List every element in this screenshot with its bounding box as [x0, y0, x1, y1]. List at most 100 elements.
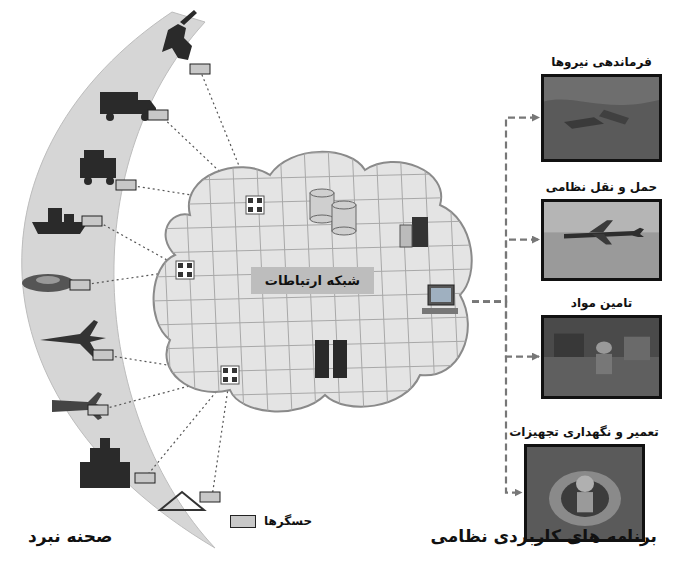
network-hub-icon	[176, 261, 194, 279]
drawing-part	[431, 288, 451, 302]
drawing-part	[160, 145, 172, 415]
network-cloud: شبکه ارتباطات	[150, 145, 475, 415]
drawing-part	[596, 353, 612, 373]
drawing-part	[332, 201, 356, 209]
cloud-text-area: شبکه ارتباطات	[150, 145, 475, 415]
drawing-part	[400, 225, 412, 247]
sensor-box	[200, 492, 220, 502]
panel-heading: تعمیر و نگهداری تجهیزات	[506, 425, 662, 441]
drawing-part	[212, 375, 230, 497]
network-hub-icon	[221, 366, 239, 384]
drawing-part	[246, 196, 264, 214]
tent-icon	[160, 492, 204, 510]
vehicle-icon	[80, 150, 116, 178]
cloud-outline	[154, 152, 472, 412]
drawing-part	[176, 261, 194, 279]
drawing-part	[257, 198, 262, 203]
drawing-part	[150, 365, 475, 373]
drawing-part	[544, 77, 659, 159]
drawing-part	[178, 272, 183, 277]
ship-icon	[32, 208, 88, 234]
drawing-part	[221, 366, 239, 384]
panel-heading: حمل و نقل نظامی	[541, 180, 662, 196]
battlefield-label: صحنه نبرد	[28, 526, 112, 546]
photo-picture	[544, 77, 659, 159]
drawing-part	[333, 340, 347, 378]
drawing-part	[596, 341, 612, 353]
drawing-part	[624, 336, 650, 359]
drawing-part	[150, 317, 475, 325]
legend-text: حسگرها	[264, 514, 312, 528]
photo-picture	[544, 318, 659, 396]
application-panel: حمل و نقل نظامی	[541, 180, 662, 281]
drawing-part	[428, 285, 454, 305]
drawing-part	[223, 368, 228, 373]
panel-heading: تامین مواد	[541, 296, 662, 312]
drawing-part	[223, 377, 228, 382]
drawing-part	[248, 198, 253, 203]
satellite-dish-icon	[36, 276, 60, 284]
network-title: شبکه ارتباطات	[251, 267, 374, 294]
network-grid	[150, 145, 475, 415]
drawing-part	[187, 263, 192, 268]
drawing-part	[527, 447, 642, 539]
drawing-part	[150, 149, 475, 157]
drawing-part	[576, 475, 594, 492]
drawing-part	[332, 227, 356, 235]
dashed-connector	[472, 240, 539, 302]
computer-icon	[422, 285, 458, 314]
drawing-part	[257, 207, 262, 212]
drawing-part	[232, 377, 237, 382]
drawing-part	[150, 341, 475, 349]
drawing-part	[310, 215, 334, 223]
drawing-part	[315, 340, 329, 378]
server-icon	[400, 217, 428, 247]
wheel-icon	[106, 177, 114, 185]
sensor-box	[148, 110, 168, 120]
drawing-part	[310, 189, 334, 197]
drawing-part	[577, 492, 593, 512]
drawing-part	[472, 145, 475, 415]
photo-frame	[541, 315, 662, 399]
legend-swatch	[230, 515, 256, 528]
sensor-box	[116, 180, 136, 190]
drawing-part	[248, 207, 253, 212]
sensor-box	[190, 64, 210, 74]
photo-frame	[541, 199, 662, 281]
soldier-icon	[162, 10, 197, 60]
drawing-part	[544, 202, 659, 278]
applications-label: برنامه های کاربردی نظامی	[431, 526, 657, 546]
sensor-box	[135, 473, 155, 483]
drawing-part	[549, 471, 621, 526]
network-hub-icon	[246, 196, 264, 214]
drawing-part	[184, 145, 196, 415]
sensor-box	[93, 350, 113, 360]
drawing-part	[178, 263, 183, 268]
server-rack-icon	[315, 340, 347, 378]
database-icon	[310, 189, 356, 235]
legend-row: حسگرها	[230, 514, 312, 528]
application-panel: فرماندهی نیروها	[541, 55, 662, 162]
drawing-part	[150, 173, 475, 181]
drawing-part	[150, 389, 475, 397]
dashed-connector	[472, 302, 522, 493]
dashed-connector	[472, 118, 539, 302]
drawing-part	[424, 145, 436, 415]
drawing-part	[208, 145, 220, 415]
drawing-part	[187, 272, 192, 277]
drawing-part	[589, 220, 613, 244]
application-panel: تعمیر و نگهداری تجهیزات	[506, 425, 662, 542]
application-panel: تامین مواد	[541, 296, 662, 399]
wheel-icon	[84, 177, 92, 185]
drawing-part	[400, 145, 412, 415]
wheel-icon	[106, 113, 114, 121]
drawing-part	[150, 293, 475, 301]
sensor-box	[88, 405, 108, 415]
drawing-part	[448, 145, 460, 415]
drawing-part	[554, 333, 584, 356]
sensor-box	[70, 280, 90, 290]
drawing-part	[544, 318, 659, 396]
satellite-dish-icon	[22, 274, 74, 292]
drawing-part	[544, 99, 659, 158]
photo-picture	[527, 447, 642, 539]
